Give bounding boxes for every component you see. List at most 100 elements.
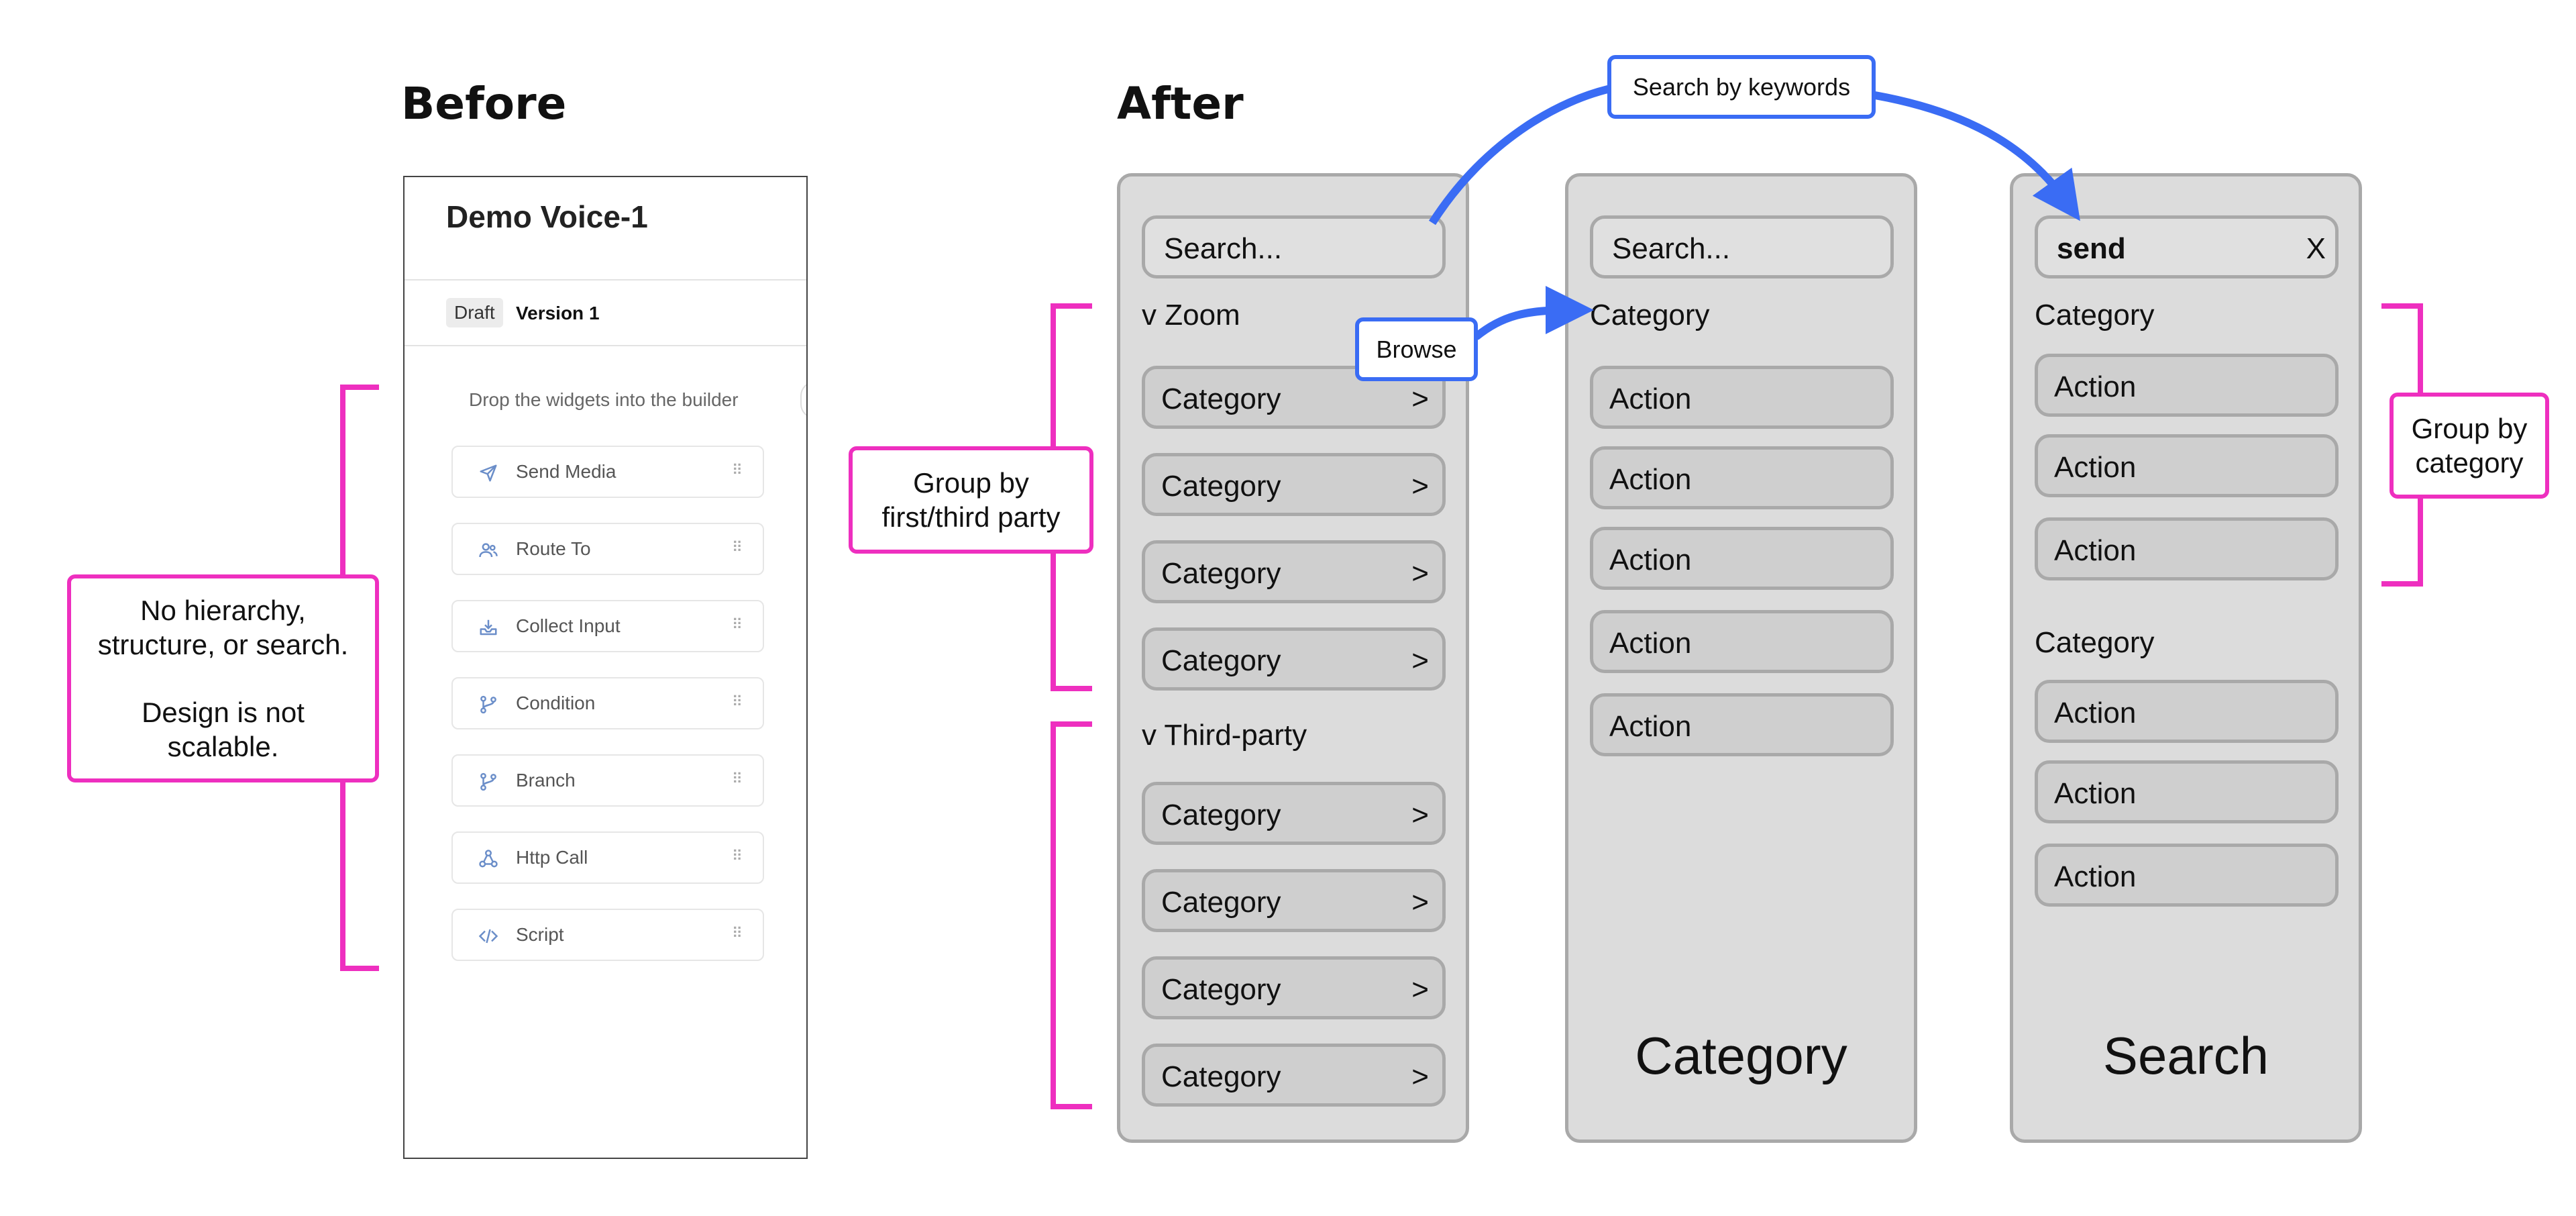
- browse-arrow-path: [1473, 286, 1594, 340]
- after-heading: After: [1117, 78, 1244, 130]
- action-row[interactable]: Action: [1590, 446, 1894, 509]
- widget-label: Branch: [516, 770, 576, 791]
- category-row[interactable]: Category >: [1142, 453, 1446, 516]
- branch-icon: [480, 695, 496, 714]
- category-row[interactable]: Category>: [1142, 956, 1446, 1019]
- drag-handle-icon[interactable]: ⠿: [731, 693, 743, 710]
- annotation-group-category: Group by category: [2390, 393, 2549, 499]
- inbox-icon: [480, 619, 497, 636]
- users-icon: [479, 543, 498, 558]
- annotation-text: Group by: [2411, 412, 2528, 444]
- widget-route-to[interactable]: Route To ⠿: [451, 523, 764, 575]
- action-label: Action: [1609, 544, 1692, 576]
- group-third-party-toggle[interactable]: v Third-party: [1142, 719, 1307, 752]
- widget-script[interactable]: Script ⠿: [451, 909, 764, 961]
- widget-label: Script: [516, 924, 564, 945]
- version-label: Version 1: [516, 303, 600, 323]
- bracket-line: [1051, 686, 1092, 691]
- drag-handle-icon[interactable]: ⠿: [731, 848, 743, 864]
- widget-condition[interactable]: Condition ⠿: [451, 677, 764, 729]
- category-heading: Category: [2035, 299, 2155, 332]
- action-row[interactable]: Action: [2035, 680, 2339, 743]
- search-keywords-callout: Search by keywords: [1607, 55, 1876, 119]
- category-label: Category: [1161, 470, 1281, 503]
- annotation-text: first/third party: [881, 501, 1061, 533]
- widget-branch[interactable]: Branch ⠿: [451, 754, 764, 807]
- action-label: Action: [1609, 463, 1692, 496]
- drag-handle-icon[interactable]: ⠿: [731, 539, 743, 556]
- bracket-line: [2381, 581, 2423, 587]
- action-row[interactable]: Action: [2035, 760, 2339, 823]
- search-panel: send X Category Action Action Action Cat…: [2010, 173, 2362, 1143]
- action-label: Action: [2054, 451, 2137, 484]
- chevron-right-icon: >: [1411, 557, 1429, 590]
- category-label: Category: [1161, 799, 1281, 831]
- search-input[interactable]: Search...: [1590, 215, 1894, 278]
- drag-handle-icon[interactable]: ⠿: [731, 616, 743, 633]
- action-row[interactable]: Action: [2035, 844, 2339, 907]
- status-badge: Draft: [446, 298, 503, 327]
- action-row[interactable]: Action: [1590, 610, 1894, 673]
- widget-label: Http Call: [516, 847, 588, 868]
- bracket-line: [1051, 1104, 1092, 1109]
- action-label: Action: [2054, 534, 2137, 567]
- widget-collect-input[interactable]: Collect Input ⠿: [451, 600, 764, 652]
- chevron-right-icon: >: [1411, 470, 1429, 503]
- drag-handle-icon[interactable]: ⠿: [731, 770, 743, 787]
- category-row[interactable]: Category>: [1142, 869, 1446, 932]
- action-label: Action: [1609, 710, 1692, 743]
- category-row[interactable]: Category >: [1142, 1044, 1446, 1107]
- search-arrow-path: [1874, 91, 2080, 221]
- chevron-right-icon: >: [1411, 1060, 1429, 1093]
- action-label: Action: [2054, 860, 2137, 893]
- action-row[interactable]: Action: [1590, 366, 1894, 429]
- category-row[interactable]: Category >: [1142, 627, 1446, 691]
- widget-label: Route To: [516, 538, 591, 559]
- drag-handle-icon[interactable]: ⠿: [731, 925, 743, 942]
- widget-label: Send Media: [516, 461, 616, 482]
- group-zoom-toggle[interactable]: v Zoom: [1142, 299, 1240, 332]
- action-row[interactable]: Action: [1590, 693, 1894, 756]
- bracket-line: [340, 966, 379, 971]
- code-icon: [478, 929, 498, 944]
- chevron-right-icon: >: [1411, 644, 1429, 677]
- action-row[interactable]: Action: [2035, 434, 2339, 497]
- annotation-text: Design is not: [142, 697, 305, 728]
- browse-callout: Browse: [1355, 317, 1478, 381]
- drag-handle-icon[interactable]: ⠿: [731, 462, 743, 478]
- search-input[interactable]: send X: [2035, 215, 2339, 278]
- action-label: Action: [2054, 777, 2137, 810]
- search-input[interactable]: Search...: [1142, 215, 1446, 278]
- panel-caption: Category: [1635, 1026, 1847, 1085]
- annotation-group-party: Group by first/third party: [849, 446, 1093, 554]
- widget-label: Condition: [516, 693, 596, 713]
- send-icon: [480, 464, 497, 482]
- category-row[interactable]: Category>: [1142, 540, 1446, 603]
- panel-caption: Search: [2102, 1026, 2269, 1085]
- bracket-line: [1051, 303, 1092, 309]
- action-row[interactable]: Action: [1590, 527, 1894, 590]
- bracket-line: [340, 385, 379, 390]
- action-label: Action: [2054, 697, 2137, 729]
- category-row[interactable]: Category>: [1142, 782, 1446, 845]
- category-heading: Category: [1590, 299, 1710, 332]
- action-row[interactable]: Action: [2035, 354, 2339, 417]
- chevron-right-icon: >: [1411, 973, 1429, 1006]
- action-label: Action: [2054, 370, 2137, 403]
- category-label: Category: [1161, 1060, 1281, 1093]
- close-icon[interactable]: X: [2306, 232, 2326, 265]
- annotation-text: scalable.: [167, 731, 279, 763]
- chevron-right-icon: >: [1411, 383, 1429, 415]
- annotation-text: structure, or search.: [97, 628, 349, 660]
- widget-http-call[interactable]: Http Call ⠿: [451, 831, 764, 884]
- category-label: Category: [1161, 644, 1281, 677]
- annotation-no-hierarchy: No hierarchy, structure, or search. Desi…: [67, 574, 379, 782]
- before-panel: Demo Voice-1 Draft Version 1 Drop the wi…: [403, 176, 808, 1159]
- widget-send-media[interactable]: Send Media ⠿: [451, 446, 764, 498]
- annotation-text: category: [2415, 447, 2524, 478]
- drop-hint: Drop the widgets into the builder: [469, 389, 739, 410]
- bracket-line: [1051, 721, 1092, 727]
- page-title: Demo Voice-1: [446, 199, 648, 234]
- action-row[interactable]: Action: [2035, 517, 2339, 580]
